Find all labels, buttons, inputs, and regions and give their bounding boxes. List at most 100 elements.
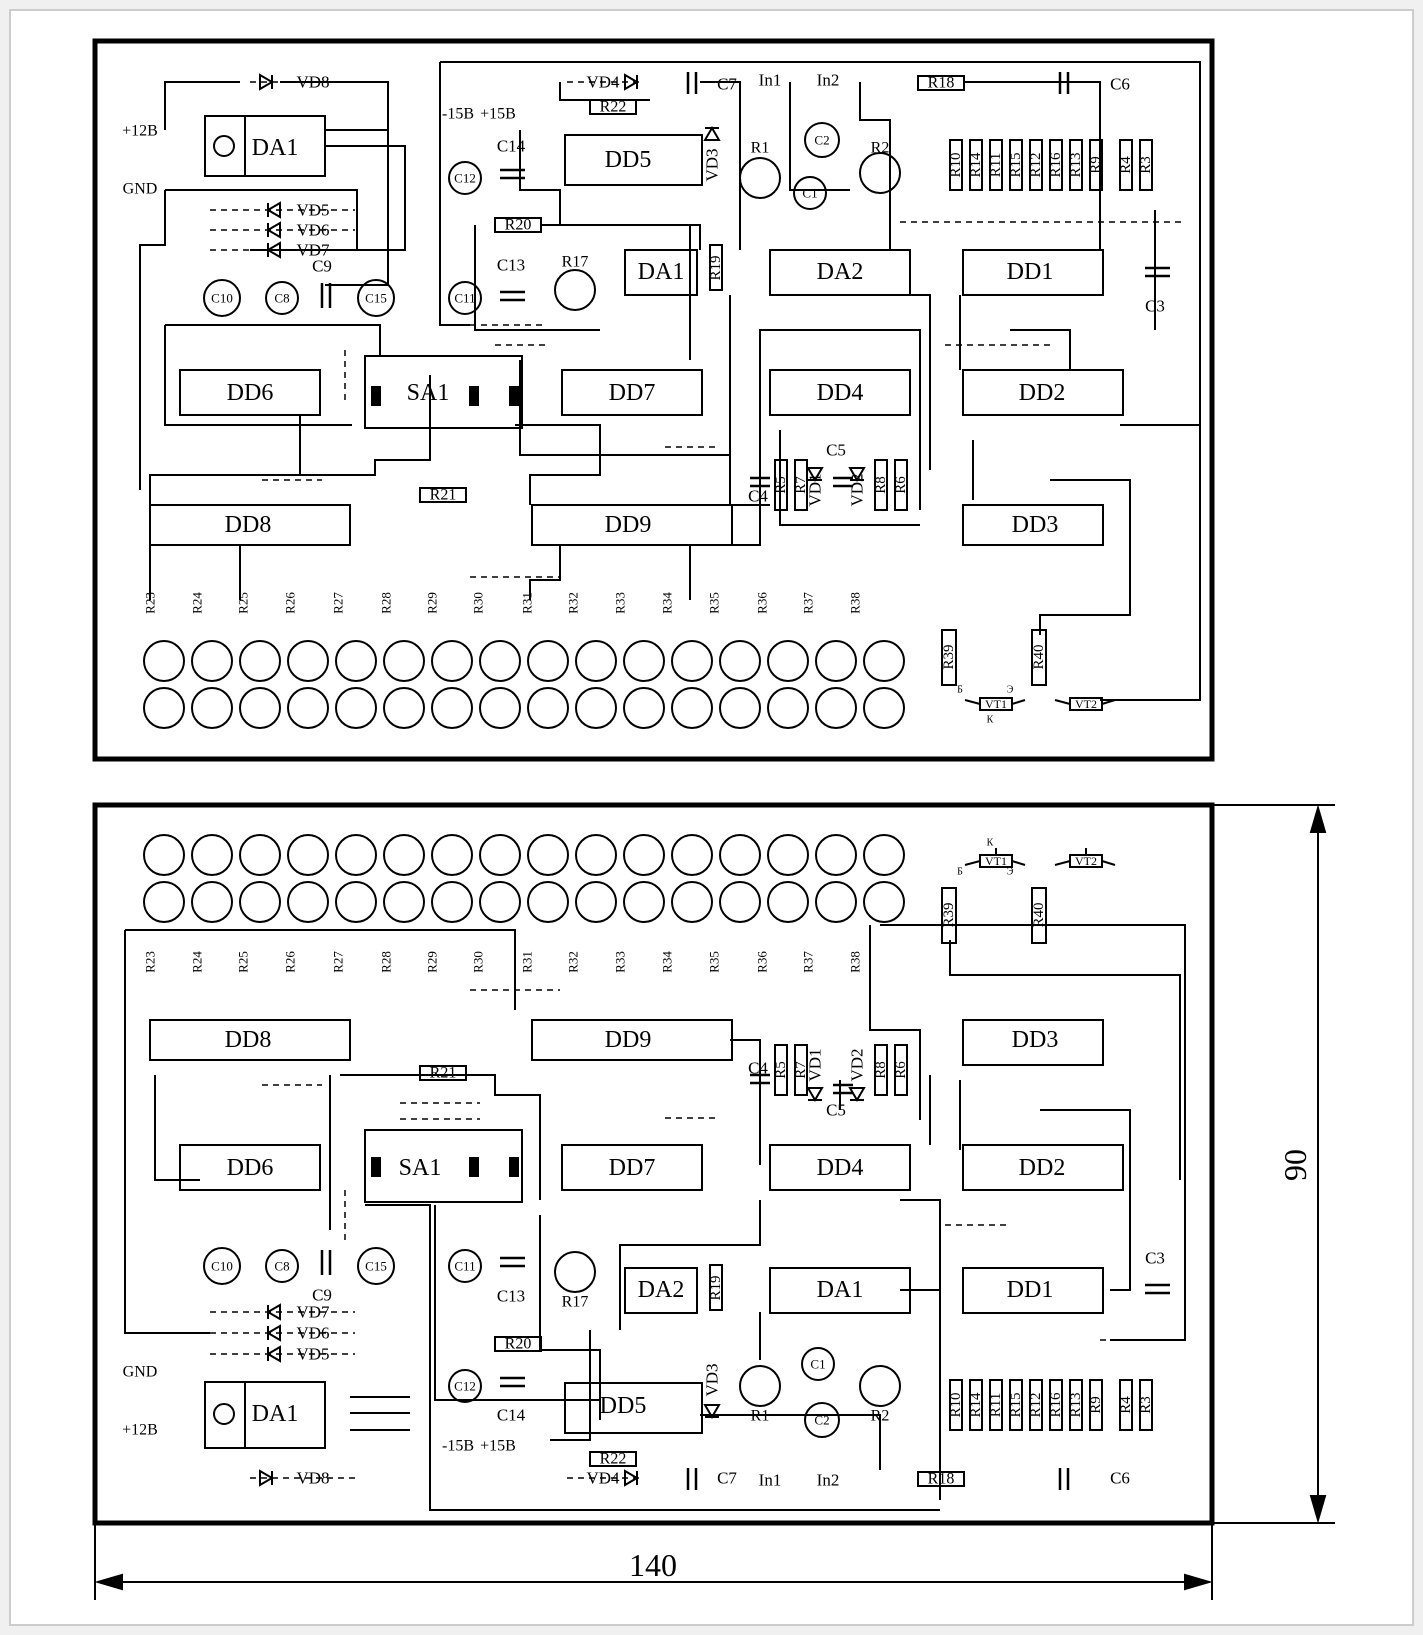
bottom-chip-label-da2: DA2	[638, 1277, 685, 1303]
top-resistor-v-label-r12: R12	[1028, 152, 1044, 177]
top-r20-body	[494, 217, 542, 233]
top-diode-label-vd4: VD4	[586, 73, 620, 92]
bottom-chip-label-dd2: DD2	[1019, 1155, 1066, 1181]
top-chip-label-dd4: DD4	[817, 380, 864, 406]
top-resistor-v-label-r13: R13	[1068, 152, 1084, 177]
top-diode-label-vd6: VD6	[296, 221, 329, 240]
bottom-resistor-label-r21: R21	[430, 1065, 457, 1082]
top-power-label-15: +15В	[480, 106, 516, 123]
top-resistor-bank	[709, 139, 1153, 686]
top-cap-label-c6: C6	[1110, 75, 1130, 94]
bottom-cap-label-c9: C9	[312, 1286, 332, 1305]
top-resistor-v-label-r10: R10	[948, 152, 964, 177]
top-dd6-body	[179, 369, 321, 416]
bottom-roundcap-label-c10: C10	[211, 1259, 233, 1274]
bottom-chip-label-dd4: DD4	[817, 1155, 864, 1181]
bottom-resistor-v-label-r4: R4	[1118, 1396, 1134, 1414]
top-led-r-label-r33: R33	[613, 592, 628, 614]
top-resistor-v-label-r5: R5	[773, 476, 789, 494]
bottom-resistor-v-label-r6: R6	[893, 1061, 909, 1079]
top-chip-label-dd6: DD6	[227, 380, 274, 406]
top-diode-label-vd7: VD7	[296, 241, 330, 260]
bottom-resistor-bank	[709, 887, 1153, 1431]
top-resistor-v-label-r9: R9	[1088, 156, 1104, 174]
bottom-roundcap-label-c12: C12	[454, 1379, 476, 1394]
bottom-chip-label-dd3: DD3	[1012, 1027, 1059, 1053]
bottom-resistor-label-r22: R22	[600, 1451, 627, 1468]
bottom-pin-label-: К	[987, 838, 994, 849]
top-dd3-body	[962, 504, 1104, 546]
bottom-trimmer-label-r2: R2	[871, 1408, 890, 1425]
bottom-led-r-label-r31: R31	[520, 951, 535, 973]
top-trimmer-label-r17: R17	[562, 254, 589, 271]
bottom-diode-label-vd5: VD5	[296, 1345, 329, 1364]
top-cap-label-c14: C14	[497, 137, 526, 156]
top-led-r-label-r36: R36	[755, 592, 770, 614]
bottom-dd4-body	[769, 1144, 911, 1191]
top-dd5-body	[564, 134, 703, 186]
bottom-chip-label-dd8: DD8	[225, 1027, 272, 1053]
bottom-resistor-label-r18: R18	[928, 1471, 955, 1488]
bottom-led-r-label-r28: R28	[379, 951, 394, 973]
bottom-led-r-label-r32: R32	[566, 951, 581, 973]
bottom-diode-label-vd4: VD4	[586, 1469, 620, 1488]
top-led-r-label-r26: R26	[283, 592, 298, 614]
top-cap-label-c7: C7	[717, 75, 737, 94]
bottom-roundcap-label-c8: C8	[274, 1259, 289, 1274]
top-pin-label-: Э	[1007, 685, 1014, 696]
bottom-power-label-15: +15В	[480, 1438, 516, 1455]
bottom-led-r-label-r36: R36	[755, 951, 770, 973]
bottom-chip-label-dd7: DD7	[609, 1155, 656, 1181]
top-led-r-label-r35: R35	[707, 592, 722, 614]
top-dd4-body	[769, 369, 911, 416]
bottom-diodes	[259, 1087, 866, 1487]
top-resistor-v-label-r19: R19	[708, 255, 724, 280]
bottom-diode-label-vd1: VD1	[806, 1048, 825, 1081]
top-diode-label-vd2: VD2	[848, 473, 867, 506]
bottom-board-layout	[92, 802, 1215, 1526]
top-resistor-v-label-r16: R16	[1048, 152, 1064, 178]
top-resistor-label-r21: R21	[430, 487, 457, 504]
bottom-led-r-label-r34: R34	[660, 951, 675, 973]
top-resistor-v-label-r14: R14	[968, 152, 984, 178]
bottom-roundcap-label-c11: C11	[454, 1259, 475, 1274]
top-pin-label-: Б	[957, 685, 963, 696]
bottom-r21-body	[419, 1065, 467, 1081]
bottom-power-label-gnd: GND	[123, 1364, 158, 1381]
top-led-r-label-r30: R30	[471, 592, 486, 614]
bottom-pin-label-: Э	[1007, 867, 1014, 878]
top-cap-label-c5: C5	[826, 441, 846, 460]
bottom-r18-body	[917, 1471, 965, 1487]
top-input-label-in2: In2	[817, 71, 840, 90]
bottom-diode-label-vd7: VD7	[296, 1303, 330, 1322]
bottom-resistor-v-label-r8: R8	[873, 1061, 889, 1079]
bottom-resistor-v-label-r10: R10	[948, 1392, 964, 1417]
bottom-cap-label-c6: C6	[1110, 1469, 1130, 1488]
top-resistor-v-label-r11: R11	[988, 153, 1004, 177]
top-cap-label-c9: C9	[312, 257, 332, 276]
top-chip-label-sa1: SA1	[407, 380, 450, 406]
bottom-pin-label-: Б	[957, 867, 963, 878]
bottom-resistor-v-label-r19: R19	[708, 1275, 724, 1300]
bottom-diode-label-vd8: VD8	[296, 1469, 329, 1488]
top-resistor-v-label-r8: R8	[873, 476, 889, 494]
bottom-dd3-body	[962, 1019, 1104, 1066]
bottom-transistor-label-vt2: VT2	[1075, 854, 1097, 868]
top-power-label-12: +12В	[122, 123, 158, 140]
top-chip-label-dd2: DD2	[1019, 380, 1066, 406]
bottom-sa1-body	[364, 1129, 523, 1203]
top-led-r-label-r23: R23	[143, 592, 158, 614]
bottom-resistor-v-label-r7: R7	[793, 1061, 809, 1079]
bottom-cap-label-c4: C4	[748, 1059, 768, 1078]
top-diodes	[259, 73, 866, 482]
bottom-resistor-v-label-r15: R15	[1008, 1392, 1024, 1417]
bottom-cap-label-c13: C13	[497, 1287, 525, 1306]
bottom-input-label-in2: In2	[817, 1471, 840, 1490]
top-chip-label-da1: DA1	[638, 259, 685, 285]
top-dd1-body	[962, 249, 1104, 296]
top-resistor-v-label-r40: R40	[1031, 644, 1047, 669]
top-roundcap-label-c15: C15	[365, 291, 387, 306]
top-resistor-label-r18: R18	[928, 75, 955, 92]
